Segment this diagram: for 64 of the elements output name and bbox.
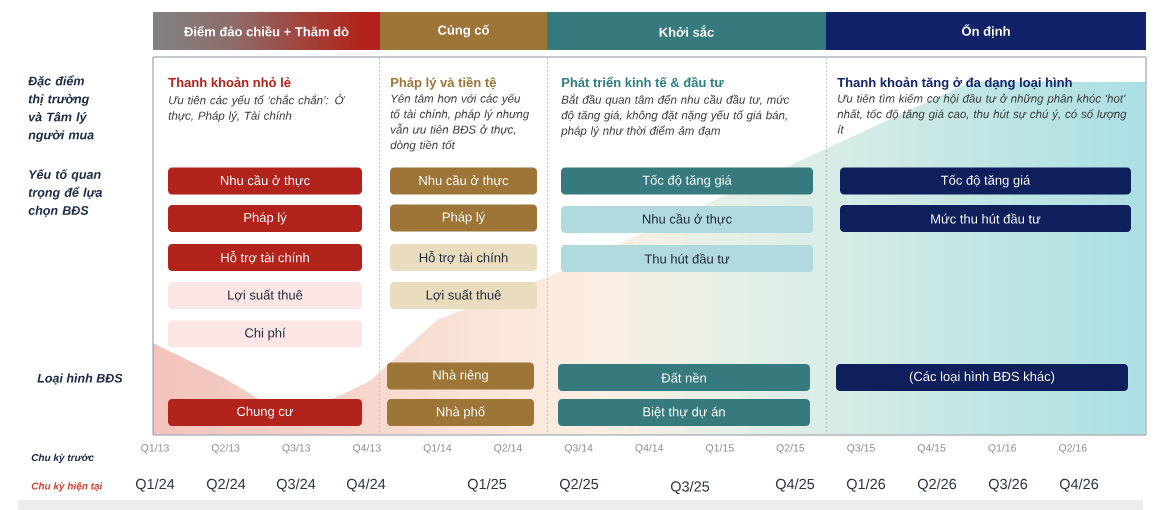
quarter-label: Q4/13 (353, 443, 381, 454)
row-label: Chu kỳ hiện tại (31, 482, 103, 492)
column-heading: Thanh khoản nhỏ lẻ (168, 77, 291, 88)
quarter-label: Q2/15 (776, 443, 805, 454)
factor-box: Thu hút đầu tư (561, 245, 813, 272)
property-type-box: (Các loại hình BĐS khác) (836, 364, 1128, 391)
factor-box: Chi phí (168, 320, 362, 348)
quarter-label: Q3/25 (670, 481, 710, 495)
quarter-label: Q4/14 (635, 443, 664, 454)
phase-band: Điểm đảo chiều + Thăm dò (153, 12, 380, 50)
factor-box: Mức thu hút đầu tư (840, 205, 1131, 232)
factor-box: Tốc độ tăng giá (840, 167, 1131, 195)
quarter-label: Q1/25 (467, 478, 507, 492)
factor-box: Pháp lý (168, 205, 362, 232)
row-label: Loại hình BĐS (37, 373, 123, 385)
quarter-label: Q2/26 (917, 478, 957, 492)
node-label: Điểm đảo chiều + Thăm dò (184, 25, 349, 37)
column-description: Ưu tiên tìm kiếm cơ hội đầu tư ở những phân khóc 'hot' nhất, tốc độ tăng giá cao, thu hút sự chú ý, có số lượng ít (837, 93, 1127, 134)
phase-band: Củng cố (380, 12, 547, 50)
column-heading: Thanh khoản tăng ở đa dạng loại hình (837, 77, 1072, 90)
phase-band: Ổn định (826, 12, 1146, 50)
factor-box: Lợi suất thuê (168, 282, 362, 309)
property-type-box: Đất nền (558, 364, 810, 391)
quarter-label: Q1/15 (706, 443, 734, 454)
quarter-label: Q1/14 (423, 443, 452, 454)
factor-box: Pháp lý (390, 204, 537, 232)
property-type-box: Chung cư (168, 399, 362, 426)
quarter-label: Q1/26 (846, 478, 886, 492)
property-type-box: Nhà phố (387, 399, 534, 426)
quarter-label: Q4/26 (1059, 478, 1099, 492)
factor-box: Tốc độ tăng giá (561, 167, 813, 195)
factor-box: Nhu cầu ở thực (390, 167, 537, 195)
quarter-label: Q3/15 (847, 443, 875, 454)
property-type-box: Biệt thự dự án (558, 399, 810, 426)
factor-box: Nhu cầu ở thực (561, 206, 813, 233)
quarter-label: Q3/24 (276, 478, 316, 492)
quarter-label: Q4/25 (775, 478, 815, 492)
quarter-label: Q1/16 (988, 443, 1017, 454)
quarter-label: Q4/24 (346, 478, 386, 492)
column-heading: Pháp lý và tiền tệ (391, 77, 496, 90)
quarter-label: Q1/13 (141, 443, 169, 454)
quarter-label: Q2/24 (206, 478, 246, 492)
phase-band: Khởi sắc (547, 12, 826, 50)
factor-box: Hỗ trợ tài chính (390, 244, 537, 271)
quarter-label: Q3/14 (564, 443, 593, 454)
quarter-label: Q2/25 (559, 478, 599, 492)
quarter-label: Q4/15 (917, 443, 946, 454)
quarter-label: Q3/26 (988, 478, 1028, 492)
property-type-box: Nhà riêng (387, 362, 534, 390)
column-heading: Phát triển kinh tế & đầu tư (562, 76, 724, 88)
quarter-label: Q2/14 (494, 443, 522, 454)
quarter-label: Q2/16 (1059, 443, 1087, 454)
row-label: Chu kỳ trước (31, 453, 94, 464)
quarter-label: Q2/13 (211, 443, 240, 454)
quarter-label: Q3/13 (282, 443, 311, 454)
row-label: Yếu tố quan trọng để lựa chọn BĐS (28, 169, 103, 217)
column-description: Ưu tiên các yếu tố ‘chắc chắn’: Ở thực, Pháp lý, Tài chính (168, 93, 346, 123)
factor-box: Nhu cầu ở thực (168, 167, 362, 195)
row-label: Đặc điểm thị trường và Tâm lý người mua (28, 75, 94, 142)
quarter-label: Q1/24 (135, 478, 175, 492)
column-description: Bắt đầu quan tâm đến nhu cầu đầu tư, mức độ tăng giá, không đặt nặng yếu tố giá bán, pháp lý như thời điểm ảm đạm (560, 93, 790, 138)
column-description: Yên tâm hơn với các yếu tố tài chính, pháp lý nhưng vẫn ưu tiên BĐS ở thực, dòng tiền tốt (390, 93, 530, 152)
factor-box: Lợi suất thuê (390, 282, 537, 309)
factor-box: Hỗ trợ tài chính (168, 244, 362, 271)
